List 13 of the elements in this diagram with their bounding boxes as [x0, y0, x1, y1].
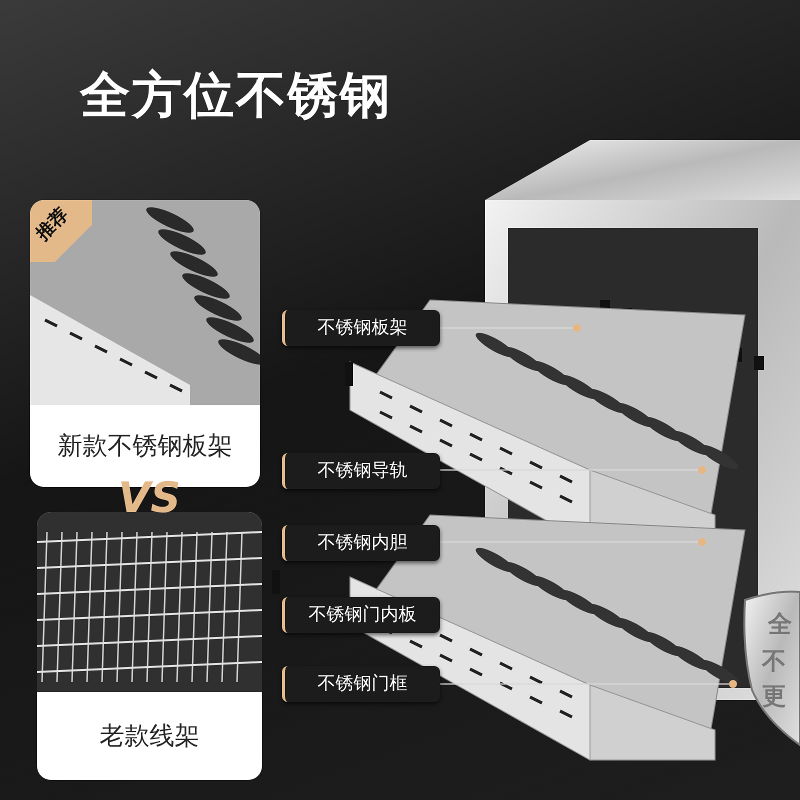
card-caption: 新款不锈钢板架: [56, 430, 234, 462]
callout-label: 不锈钢板架: [282, 310, 440, 346]
title: 全方位不锈钢: [80, 65, 392, 126]
product-card: [37, 512, 262, 780]
shield-text: 全: [768, 609, 792, 640]
recommend-badge: 推荐: [30, 200, 92, 262]
shield-text: 更: [762, 681, 786, 712]
callout-label: 不锈钢门框: [282, 666, 440, 702]
card-caption: 老款线架: [98, 720, 200, 752]
callout-label: 不锈钢导轨: [282, 453, 440, 489]
callout-label: 不锈钢门内板: [282, 597, 440, 633]
shield-text: 不: [762, 646, 786, 677]
callout-label: 不锈钢内胆: [282, 525, 440, 561]
